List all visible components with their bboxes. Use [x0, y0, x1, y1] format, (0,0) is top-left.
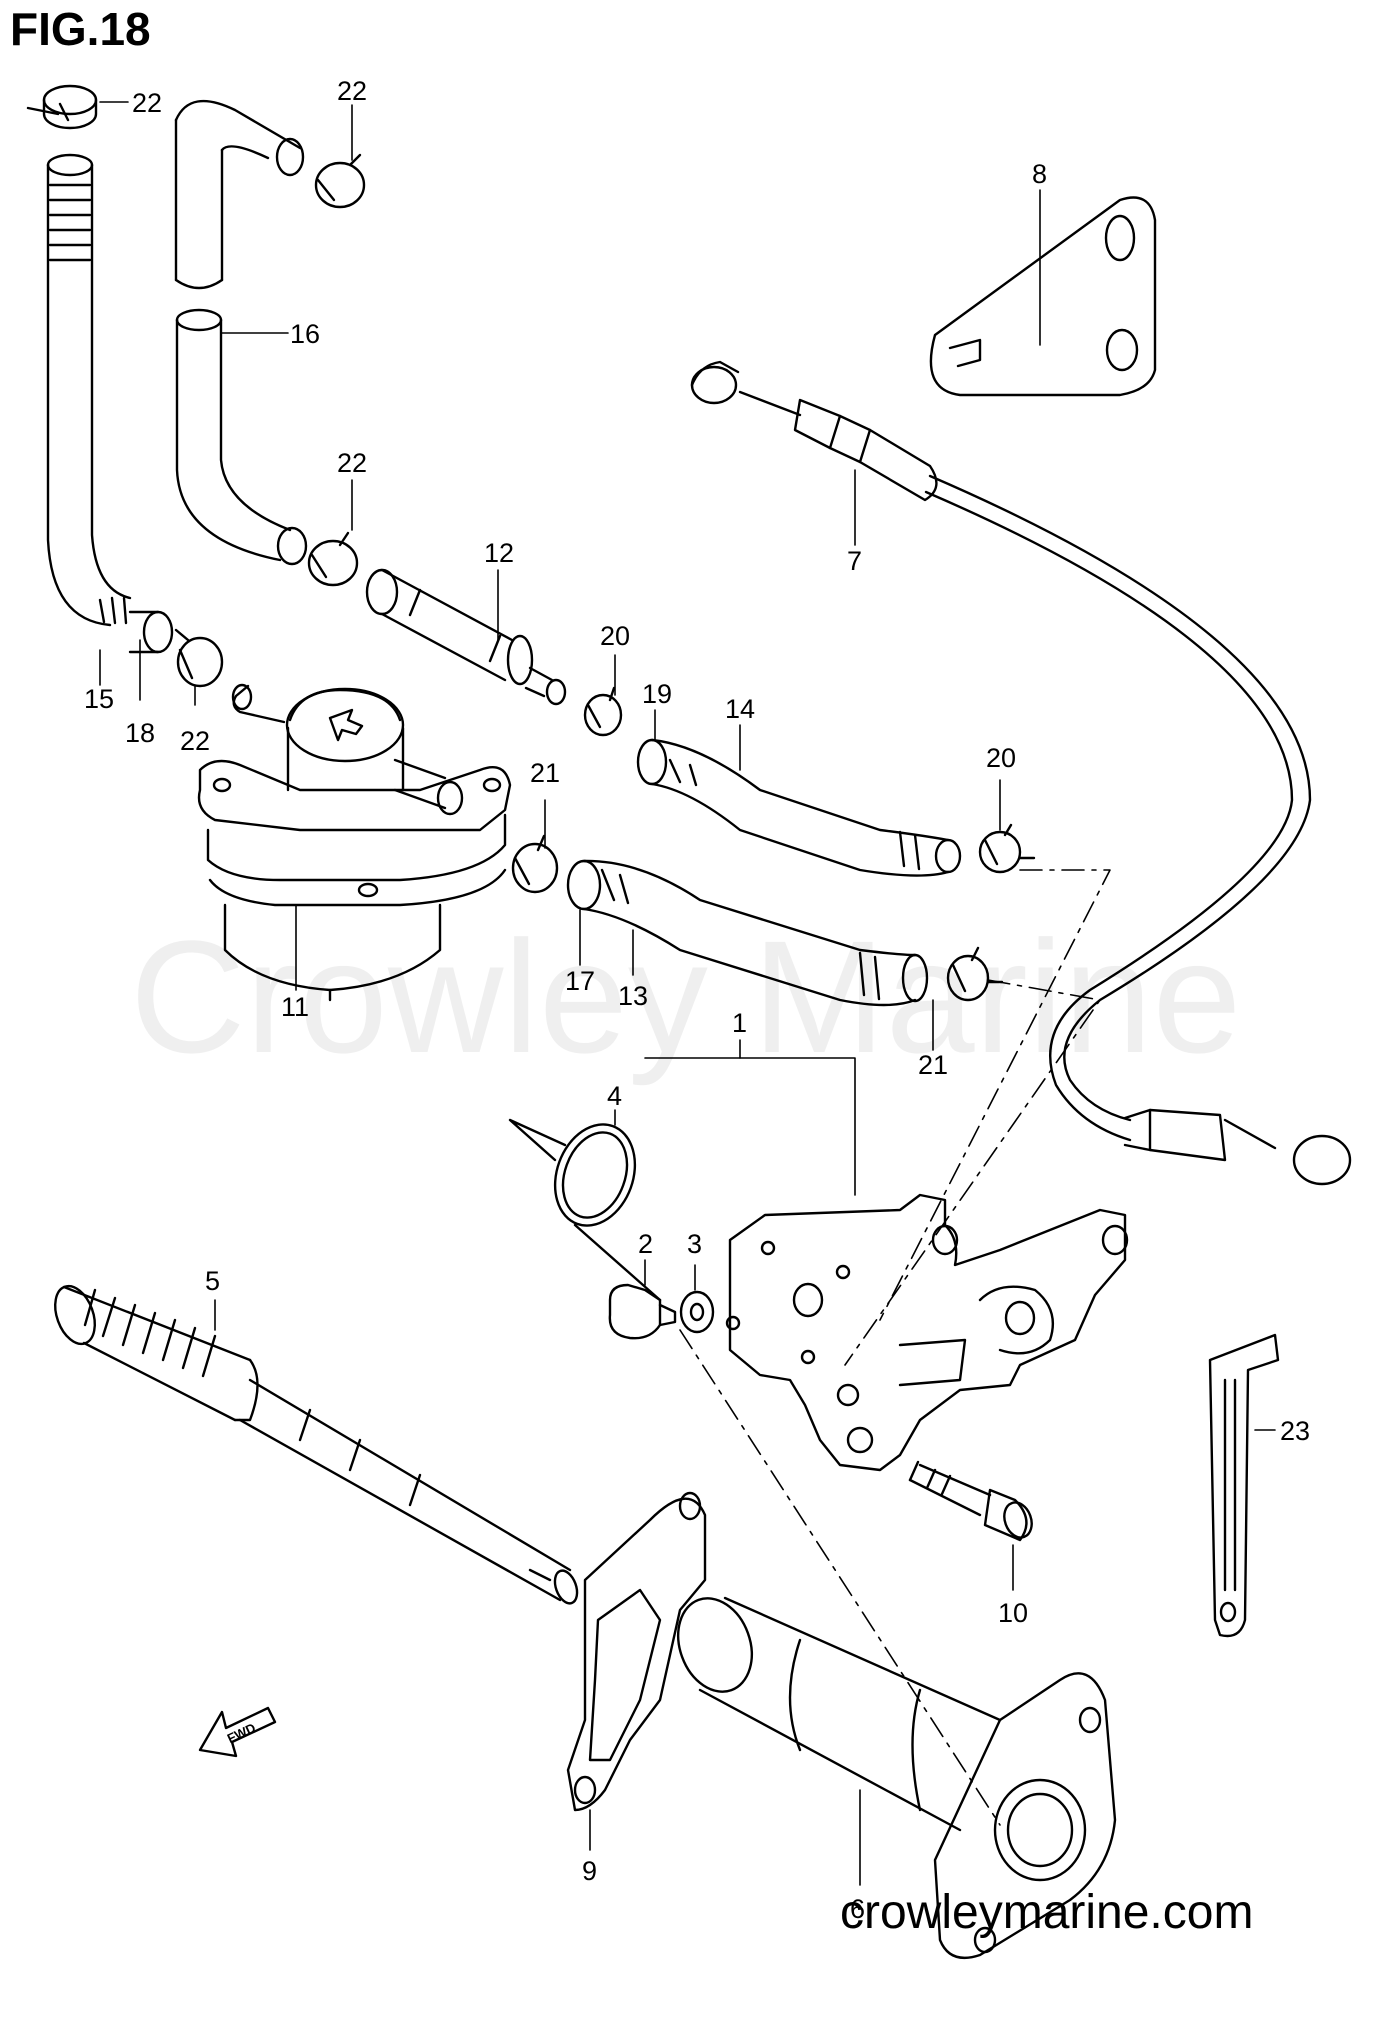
part-12-filter	[365, 568, 567, 706]
fwd-arrow-icon: FWD	[198, 1706, 277, 1758]
callout-20-b: 20	[986, 743, 1016, 773]
figure-title: FIG.18	[10, 3, 151, 55]
part-22-clamp-top-left	[26, 84, 98, 130]
callout-22-d: 22	[180, 726, 210, 756]
part-15-hose	[46, 153, 132, 627]
part-5-shaft	[54, 1284, 579, 1605]
part-10-bolt	[908, 1460, 1033, 1542]
callout-1: 1	[732, 1008, 747, 1038]
part-6-tube	[677, 1596, 1117, 1960]
callout-18: 18	[125, 718, 155, 748]
leader-lines	[99, 101, 1276, 1886]
callout-22-b: 22	[337, 76, 367, 106]
part-22-clamp-lower	[174, 628, 224, 688]
part-14-hose	[636, 738, 962, 877]
callout-9: 9	[582, 1856, 597, 1886]
part-8-bracket	[929, 196, 1157, 397]
callout-10: 10	[998, 1598, 1028, 1628]
callout-3: 3	[687, 1229, 702, 1259]
callout-17: 17	[565, 966, 595, 996]
part-21-clamp-left	[511, 834, 559, 894]
callout-13: 13	[618, 981, 648, 1011]
part-11-fuel-pump	[197, 683, 512, 1002]
part-18-fitting	[128, 610, 174, 654]
callout-20-a: 20	[600, 621, 630, 651]
callout-15: 15	[84, 684, 114, 714]
callout-6: 6	[850, 1894, 865, 1924]
callout-21-a: 21	[530, 758, 560, 788]
part-20-clamp-right	[978, 823, 1036, 874]
website-label: crowleymarine.com	[840, 1886, 1254, 1939]
callout-11: 11	[281, 992, 309, 1022]
callout-2: 2	[638, 1229, 653, 1259]
part-13-hose	[566, 859, 929, 1007]
part-22-clamp-upper	[314, 153, 366, 209]
part-7-cable	[690, 360, 1352, 1186]
part-1-oil-pump-assembly	[725, 1193, 1129, 1472]
callout-12: 12	[484, 538, 514, 568]
part-2-plug	[608, 1283, 677, 1340]
fwd-label: FWD	[225, 1720, 258, 1746]
callout-22-a: 22	[132, 88, 162, 118]
callout-16: 16	[290, 319, 320, 349]
part-22-clamp-middle	[307, 531, 359, 587]
callout-7: 7	[847, 546, 862, 576]
part-21-clamp-right	[946, 946, 1004, 1002]
callout-23: 23	[1280, 1416, 1310, 1446]
callout-8: 8	[1032, 159, 1047, 189]
part-23-clip	[1208, 1333, 1280, 1638]
callout-19: 19	[642, 679, 672, 709]
part-3-washer	[679, 1290, 715, 1334]
part-4-o-ring	[508, 1118, 662, 1302]
callout-labels: 22 22 16 22 12 8 7 20 19 14 15 18 22 21 …	[84, 76, 1310, 1924]
part-20-clamp-upper	[583, 686, 623, 737]
callout-21-b: 21	[918, 1050, 948, 1080]
part-9-gasket	[566, 1491, 707, 1812]
watermark: Crowley Marine	[130, 907, 1242, 1086]
callout-22-c: 22	[337, 448, 367, 478]
callout-14: 14	[725, 694, 755, 724]
callout-4: 4	[607, 1081, 622, 1111]
callout-5: 5	[205, 1266, 220, 1296]
part-16-bent-hose	[174, 99, 308, 566]
